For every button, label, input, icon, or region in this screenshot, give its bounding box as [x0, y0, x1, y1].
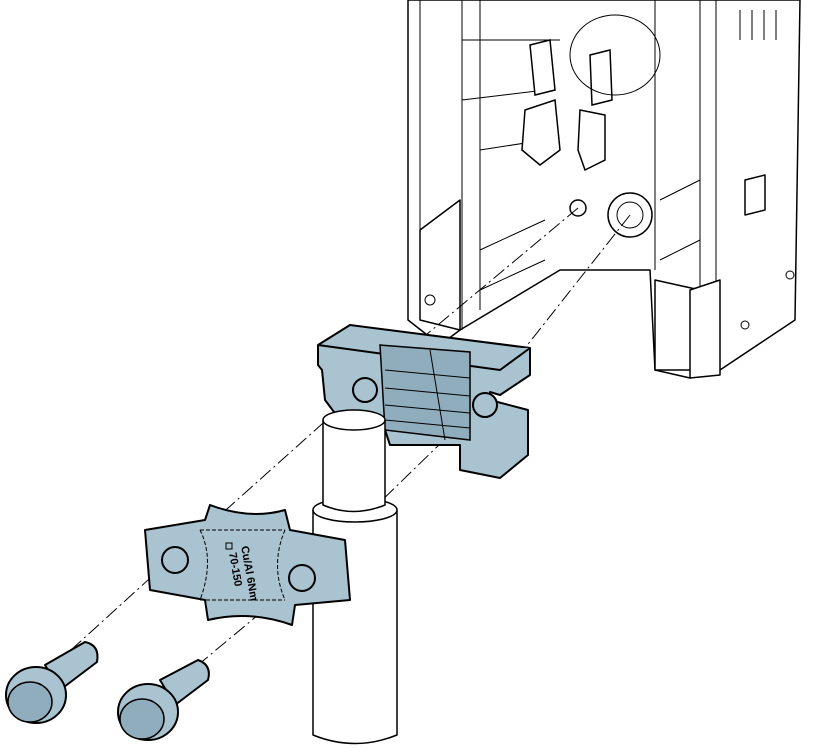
screw-left [5, 641, 99, 724]
screw-right [117, 659, 210, 741]
conductor [312, 409, 398, 745]
terminal-block [317, 324, 531, 479]
marking-line1: 70-150 [226, 552, 244, 588]
switch-housing [407, 0, 801, 379]
clamp-plate: 70-150 Cu/Al 6Nm [144, 504, 351, 626]
square-mark [225, 542, 233, 550]
